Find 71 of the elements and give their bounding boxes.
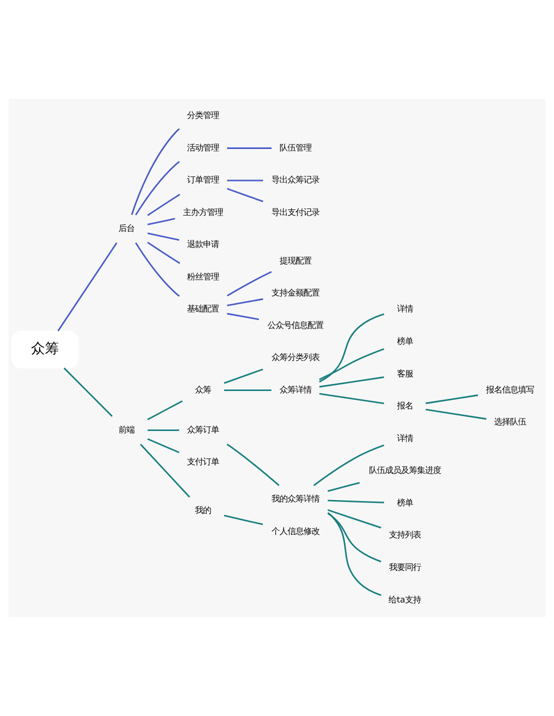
connector <box>147 400 183 420</box>
node-text: 我的众筹详情 <box>271 494 320 504</box>
node-text: 众筹分类列表 <box>271 352 320 362</box>
node-text: 公众号信息配置 <box>267 320 324 330</box>
connector <box>426 394 478 404</box>
node-text: 我要同行 <box>388 562 421 572</box>
node-text: 退款申请 <box>187 239 220 250</box>
node-text: 订单管理 <box>187 174 220 185</box>
node-text: 详情 <box>396 432 413 443</box>
connector <box>226 312 260 320</box>
node-text: 分类管理 <box>187 110 220 120</box>
node-box: 众筹 <box>11 330 79 368</box>
connector <box>226 444 280 486</box>
node-text: 支持列表 <box>388 530 421 540</box>
node-text: 众筹详情 <box>279 384 312 394</box>
node-text: 给ta支持 <box>388 594 422 604</box>
connector <box>147 232 180 241</box>
node-text: 队伍成员及筹集进度 <box>368 465 441 476</box>
connector <box>313 444 384 486</box>
connector <box>319 392 384 404</box>
node-text: 支持金额配置 <box>271 288 320 298</box>
connector <box>140 444 190 498</box>
connector <box>64 368 113 417</box>
connector <box>227 180 264 182</box>
connector <box>327 512 382 596</box>
node-text: 提现配置 <box>279 255 312 266</box>
node-text: 基础配置 <box>187 304 220 314</box>
node-text: 众筹订单 <box>187 424 220 434</box>
connector <box>135 161 180 216</box>
connector <box>319 376 384 388</box>
connector <box>328 482 360 492</box>
node-text: 选择队伍 <box>494 416 526 427</box>
node-text: 客服 <box>396 368 413 378</box>
node-text: 详情 <box>396 304 413 314</box>
connector <box>319 348 384 380</box>
connector <box>57 242 118 332</box>
node-text: 后台 <box>118 223 135 234</box>
node-text: 众筹 <box>195 384 212 394</box>
connector <box>147 438 180 454</box>
connector <box>426 408 486 420</box>
node-text: 报名信息填写 <box>486 384 534 394</box>
connector <box>226 271 272 296</box>
connector <box>147 218 176 226</box>
node-text: 队伍管理 <box>279 142 312 152</box>
connector <box>224 514 264 526</box>
connector <box>148 429 180 432</box>
connector <box>224 390 272 392</box>
connector <box>227 147 272 149</box>
connector <box>327 512 382 562</box>
connector <box>135 242 180 297</box>
connector <box>319 313 384 382</box>
node-text: 个人信息修改 <box>271 526 320 536</box>
connector <box>328 500 384 504</box>
connector <box>328 509 382 529</box>
node-text: 榜单 <box>396 336 413 346</box>
node-text: 前端 <box>118 424 135 434</box>
connector <box>226 188 264 202</box>
connector <box>226 298 264 306</box>
node-text: 主办方管理 <box>183 206 224 217</box>
connector <box>147 194 180 216</box>
connector <box>131 128 180 215</box>
node-text: 活动管理 <box>187 142 220 152</box>
node-text: 导出众筹记录 <box>271 174 320 185</box>
connector <box>224 368 264 384</box>
node-text: 支付订单 <box>187 456 220 467</box>
node-text: 粉丝管理 <box>187 271 220 282</box>
node-text: 报名 <box>396 400 413 411</box>
connector <box>147 242 180 264</box>
node-text: 我的 <box>195 505 212 516</box>
node-text: 导出支付记录 <box>271 206 320 217</box>
node-text: 榜单 <box>396 497 413 508</box>
